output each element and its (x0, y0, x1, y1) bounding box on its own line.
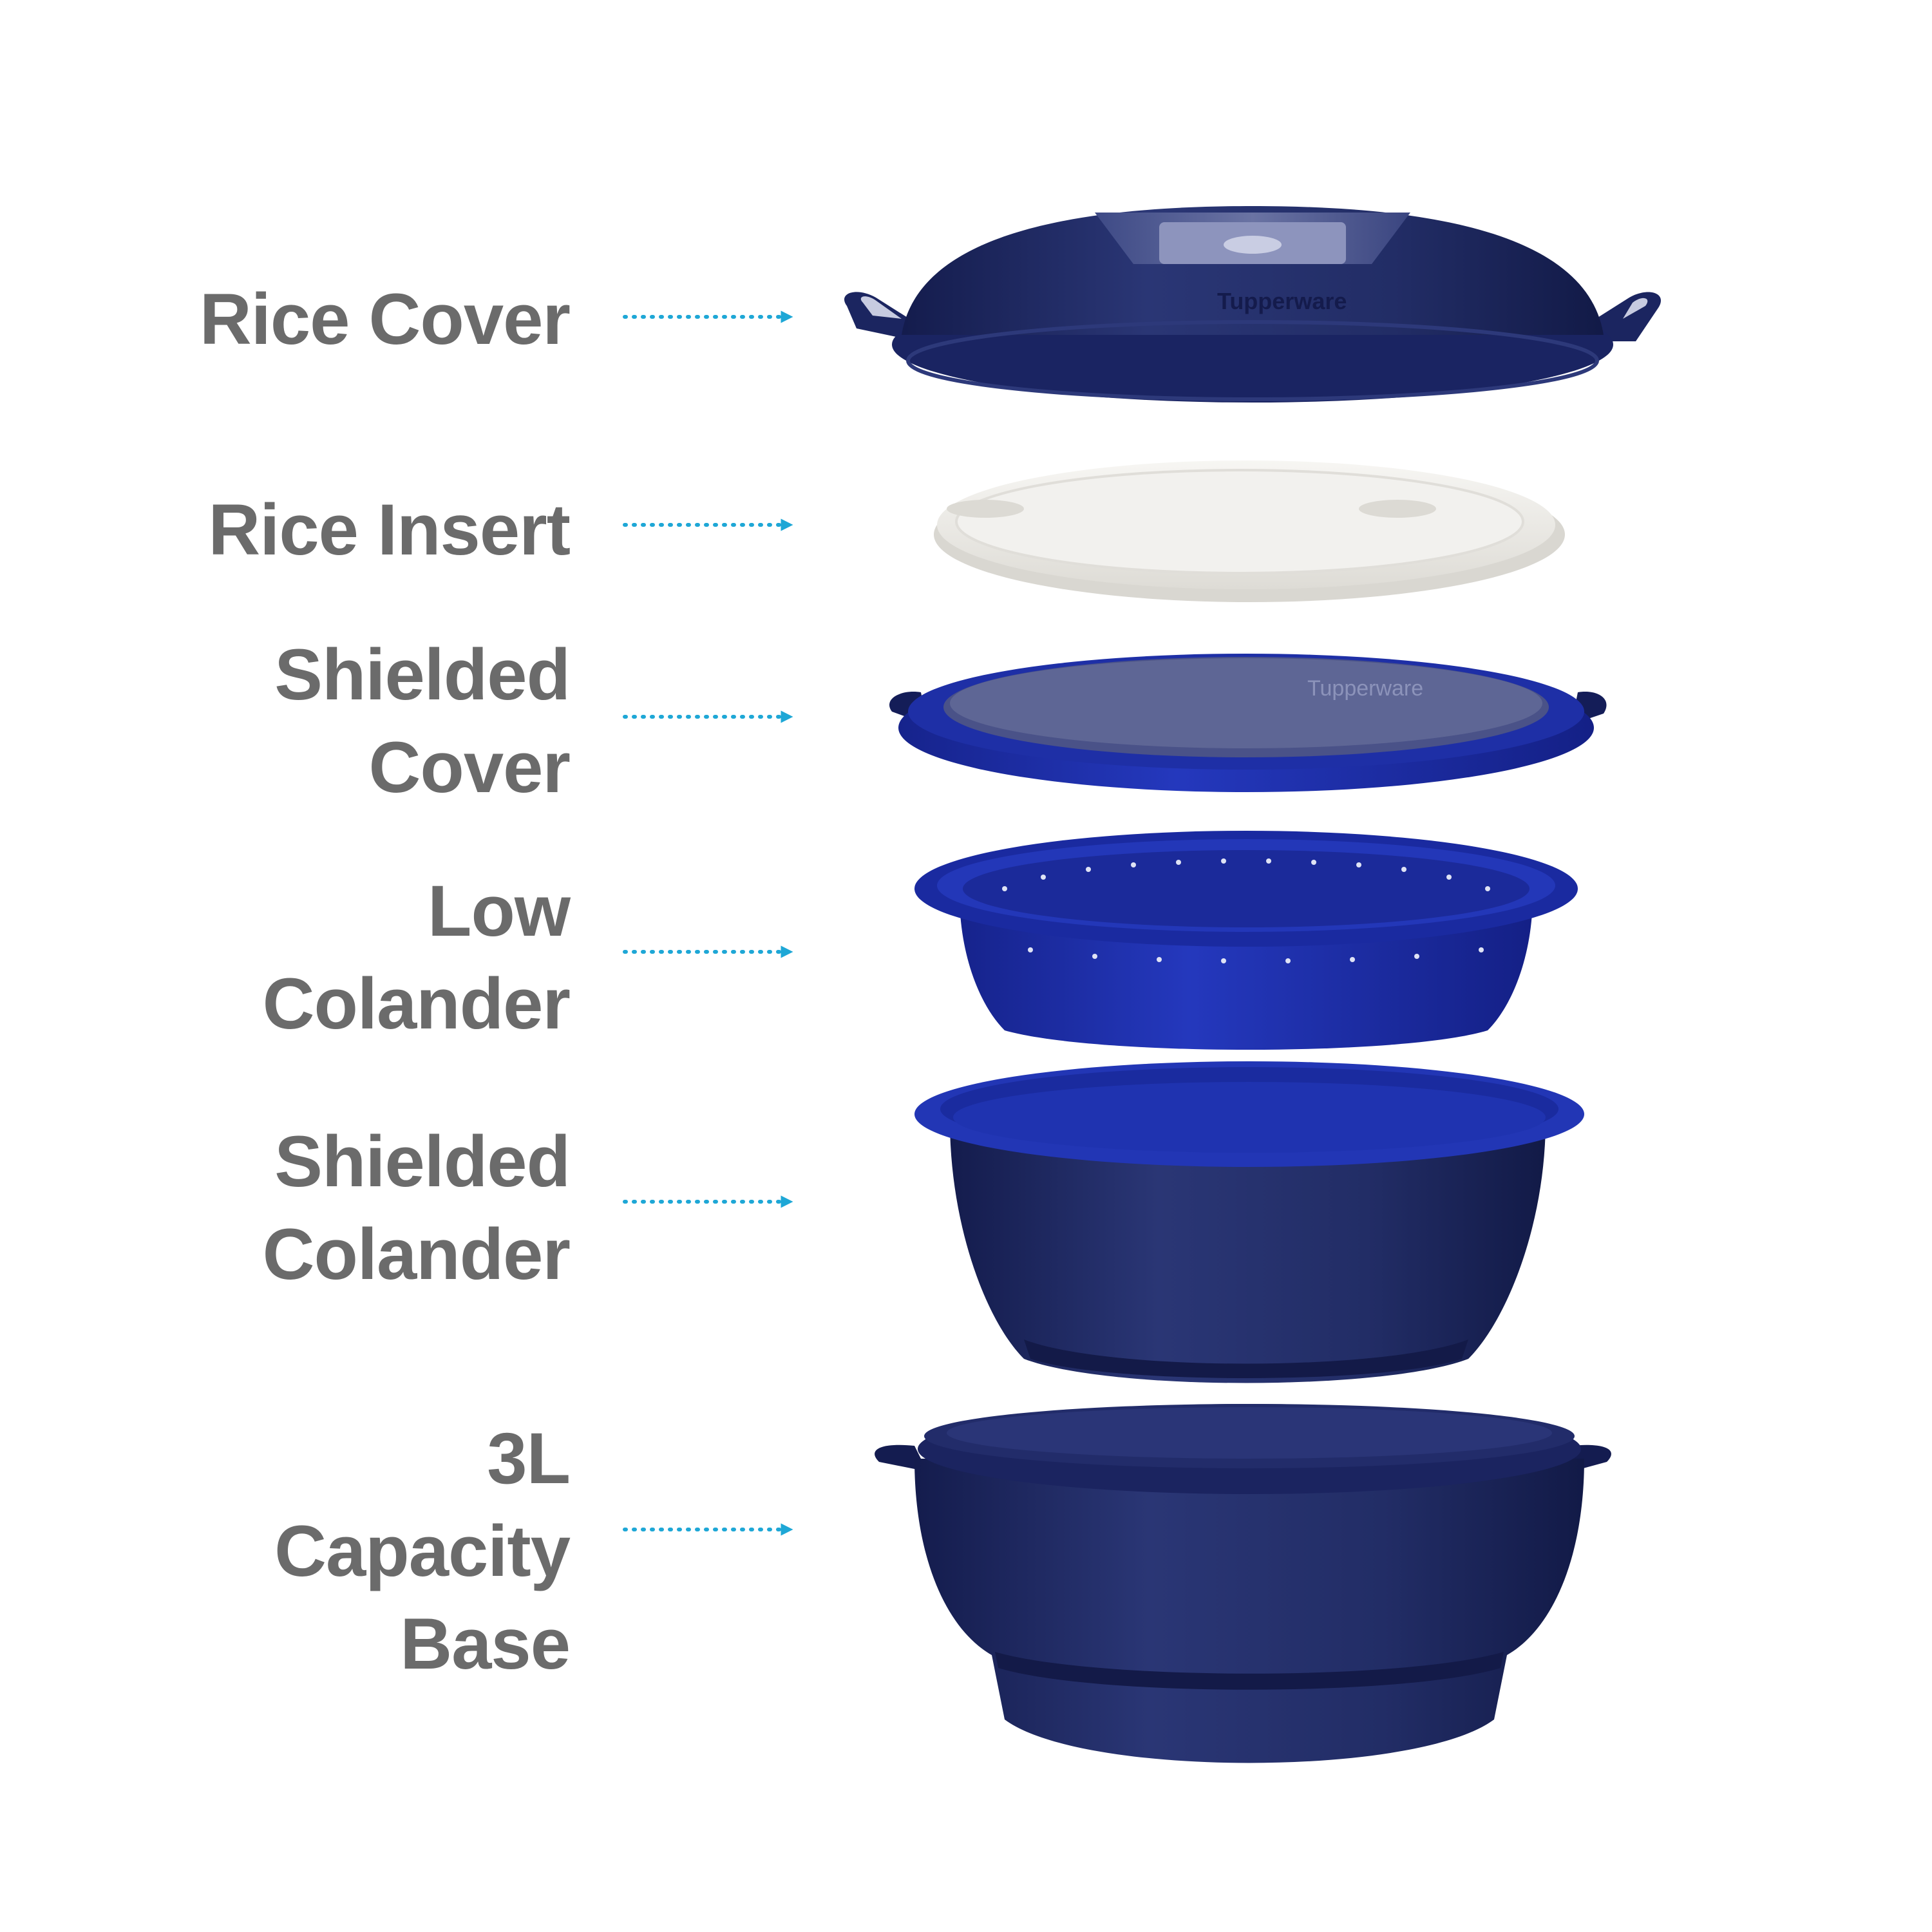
label-low-colander: Low Colander (262, 865, 571, 1050)
label-line: Cover (368, 727, 571, 808)
label-line: Shielded (274, 634, 571, 715)
label-line: Colander (262, 1214, 571, 1294)
label-line: Base (400, 1604, 571, 1684)
label-line: Capacity (274, 1511, 571, 1591)
rice-cover-lid: Tupperware (844, 206, 1661, 402)
label-line: Rice Cover (199, 279, 571, 359)
capacity-base-bowl (875, 1404, 1611, 1763)
label-capacity-base: 3L Capacity Base (274, 1412, 571, 1690)
label-rice-cover: Rice Cover (199, 273, 571, 366)
shielded-cover-lid: Tupperware (889, 654, 1607, 792)
label-shielded-colander: Shielded Colander (262, 1115, 571, 1301)
label-line: Shielded (274, 1121, 571, 1202)
label-line: Low (428, 871, 571, 951)
shielded-colander-bowl (914, 1061, 1584, 1383)
label-line: 3L (487, 1418, 571, 1499)
rice-insert-plate (934, 460, 1565, 602)
low-colander-tray (914, 831, 1578, 1050)
rice-cover-brand-mark: Tupperware (1217, 288, 1347, 314)
label-line: Colander (262, 963, 571, 1044)
label-rice-insert: Rice Insert (208, 484, 571, 576)
label-shielded-cover: Shielded Cover (274, 629, 571, 814)
shielded-cover-brand-mark: Tupperware (1307, 676, 1423, 701)
label-line: Rice Insert (208, 489, 571, 570)
